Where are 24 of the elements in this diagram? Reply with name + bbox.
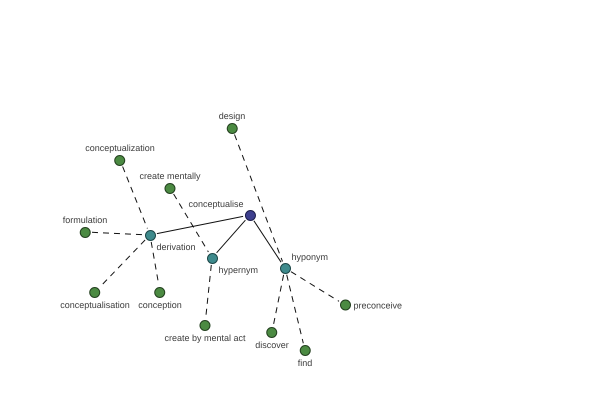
- node-label: create by mental act: [164, 332, 246, 342]
- dashed-connector: [122, 166, 148, 229]
- node-label: create mentally: [139, 170, 201, 180]
- dashed-connector: [173, 194, 209, 252]
- dashed-connector: [290, 271, 340, 302]
- node-label: design: [218, 110, 246, 120]
- node-label: preconceive: [354, 300, 402, 310]
- node-label: conceptualization: [85, 142, 155, 152]
- node-label: formulation: [62, 214, 108, 224]
- node-label: derivation: [156, 242, 196, 252]
- node-label: hypernym: [218, 264, 258, 274]
- dashed-connector: [92, 232, 144, 236]
- node-label: find: [298, 358, 312, 368]
- node-label: conceptualise: [188, 198, 244, 208]
- connector-line: [216, 220, 246, 254]
- dashed-connector: [234, 134, 283, 262]
- dashed-connector: [286, 274, 304, 344]
- node-label: conception: [138, 300, 182, 310]
- dashed-connector: [272, 274, 284, 326]
- connector-line: [156, 216, 244, 234]
- node-label: conceptualisation: [60, 300, 130, 310]
- connector-line: [253, 220, 282, 263]
- node-label: hyponym: [292, 252, 328, 262]
- node-label: discover: [255, 340, 289, 350]
